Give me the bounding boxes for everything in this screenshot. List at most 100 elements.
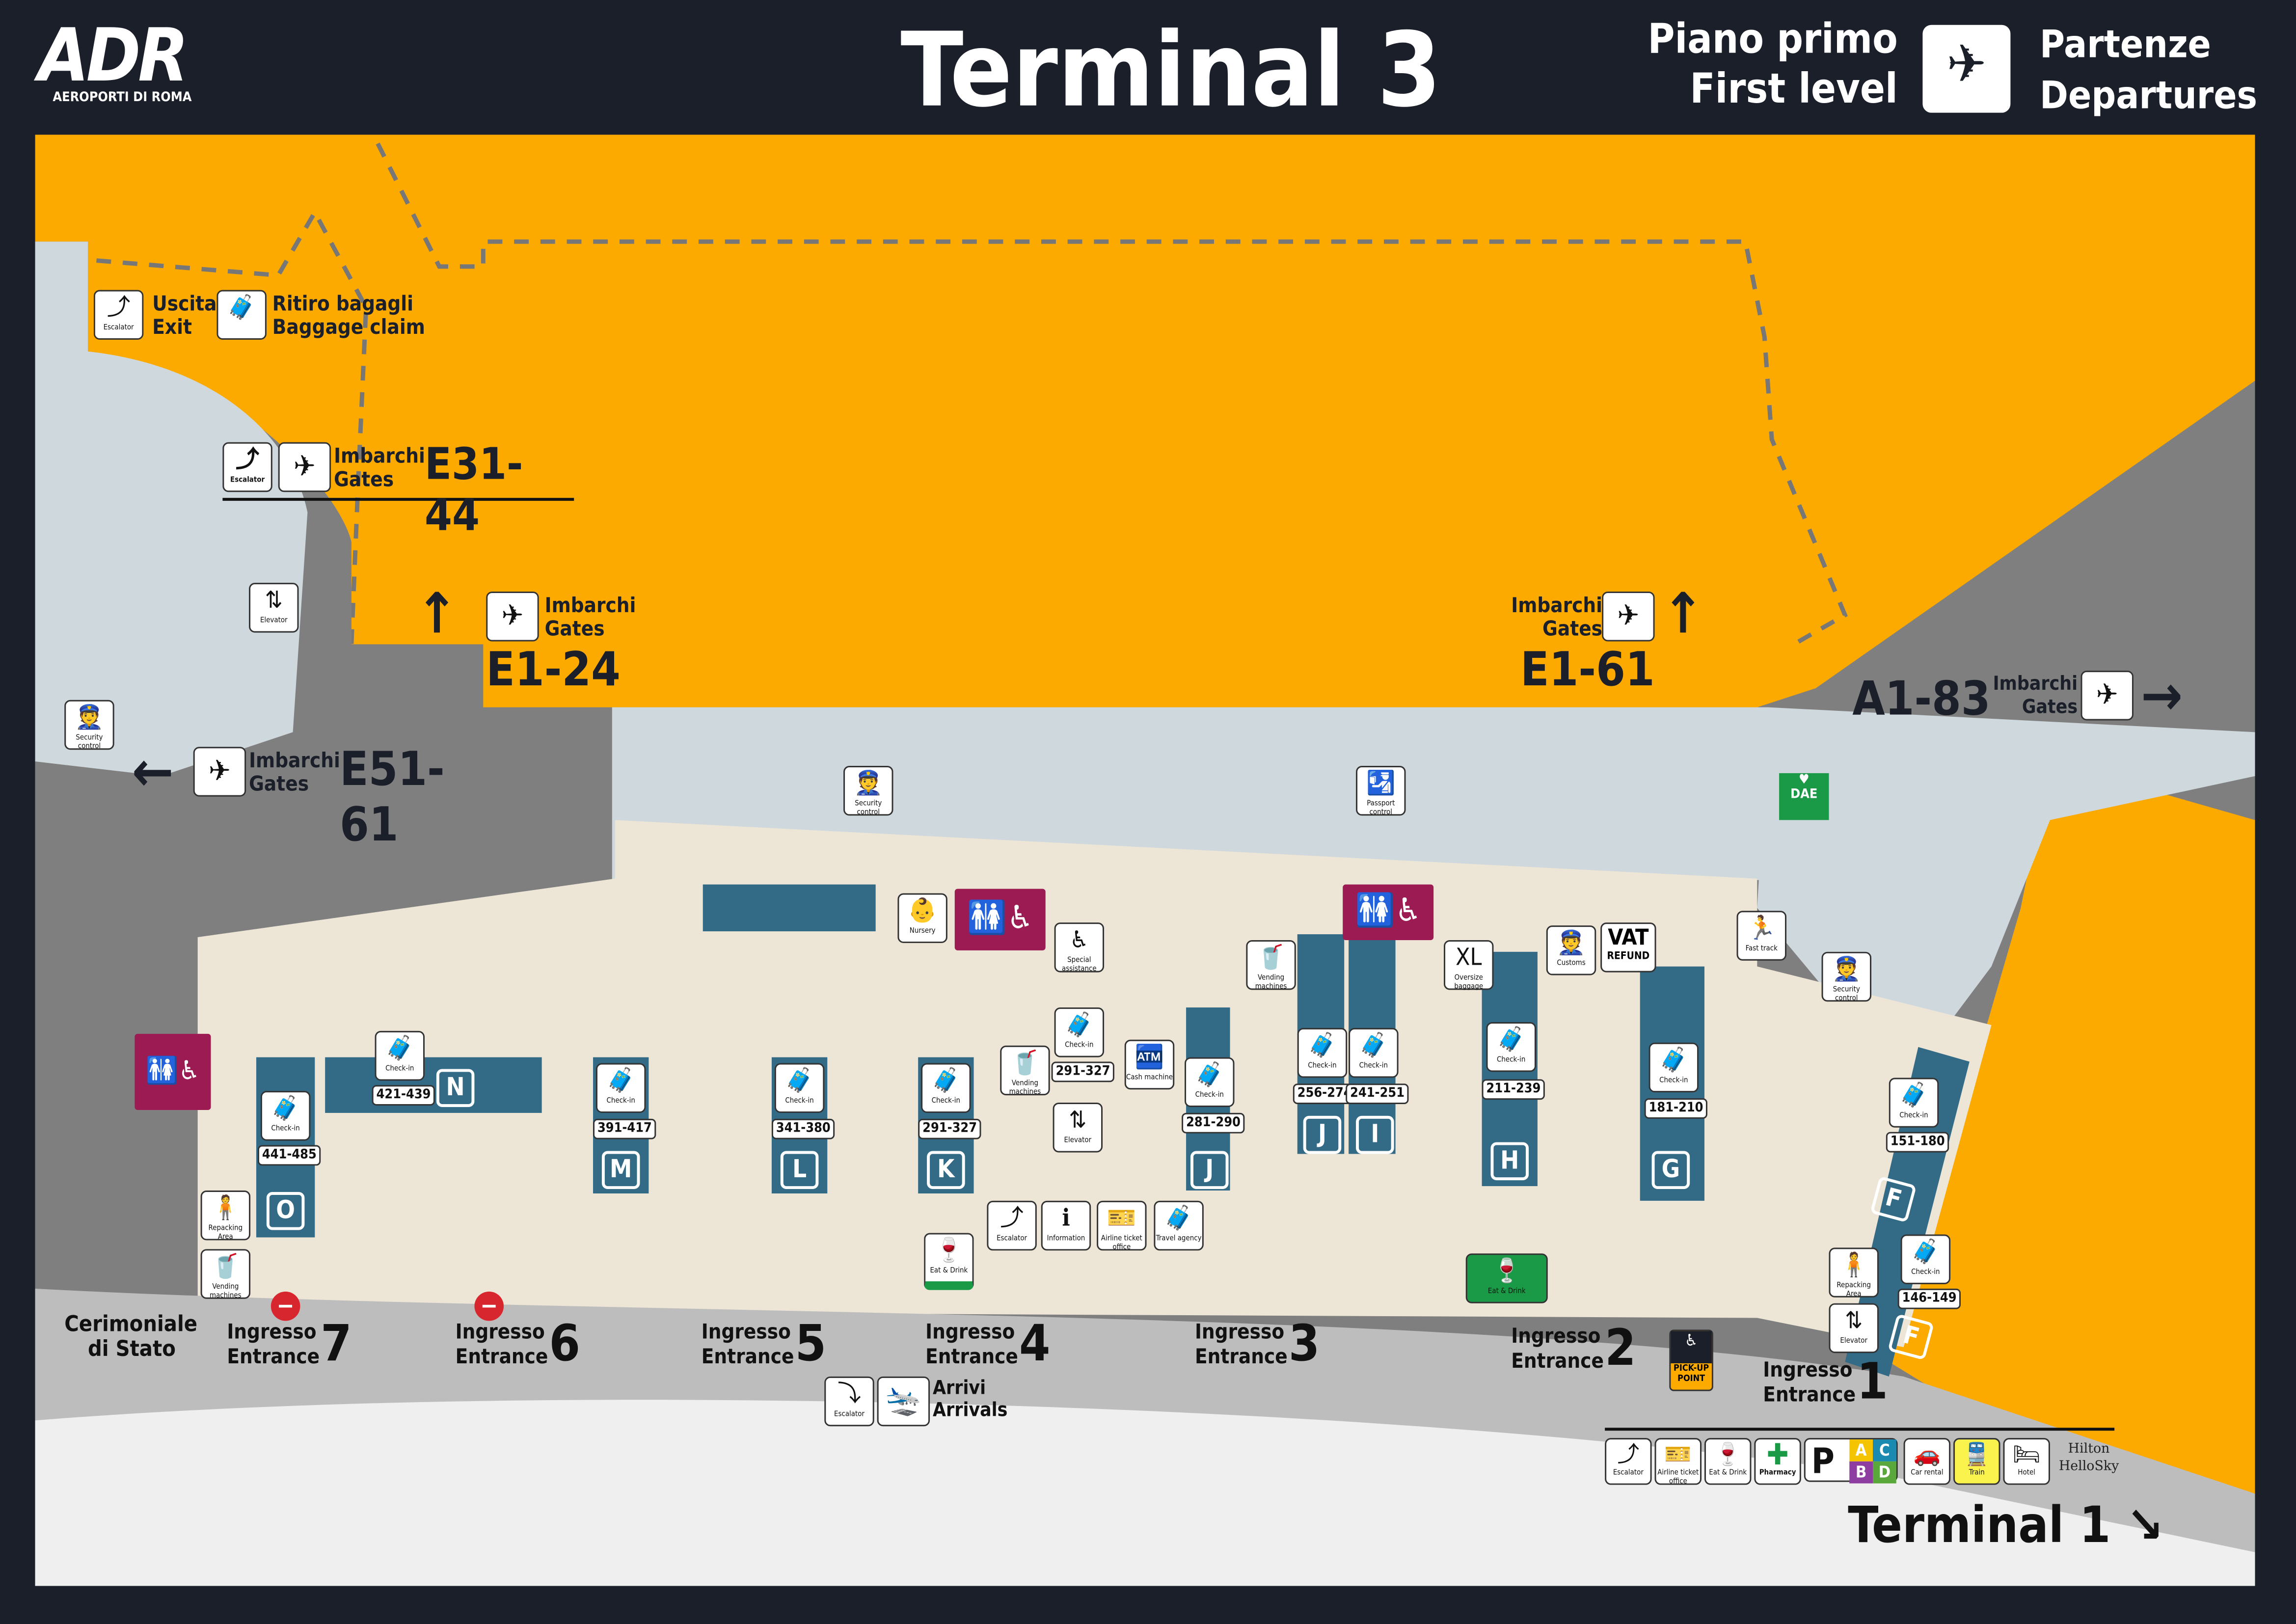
gates-it: Imbarchi: [544, 595, 636, 618]
entrance-number: 6: [549, 1315, 581, 1374]
gates-en: Gates: [249, 773, 309, 797]
icon-label: Check-in: [1195, 1091, 1224, 1100]
checkin-range: 341-380: [771, 1118, 835, 1139]
travel-agency-icon: 🧳Travel agency: [1154, 1200, 1204, 1251]
island-letter: H: [1490, 1142, 1529, 1181]
checkin-icon: 🧳Check-in: [1185, 1057, 1235, 1107]
train-icon: 🚆Train: [1953, 1438, 2000, 1485]
icon-label: Vending machines: [210, 1282, 242, 1300]
logo-subtitle: AEROPORTI DI ROMA: [53, 90, 192, 106]
island-letter: K: [927, 1151, 965, 1190]
icon-label: Passport control: [1367, 799, 1395, 817]
parking-d: D: [1873, 1461, 1896, 1484]
icon-label: Eat & Drink: [930, 1267, 968, 1276]
island-letter: J: [1303, 1115, 1342, 1154]
gates-it: Imbarchi: [1511, 595, 1603, 618]
entrance-en: Entrance: [455, 1346, 548, 1369]
arrivals-plane-icon: 🛬: [877, 1376, 930, 1427]
icon-label: Customs: [1557, 959, 1586, 968]
pier-e-area: [35, 242, 308, 776]
entrance-number: 5: [795, 1315, 827, 1374]
escalator-icon: ⤴Escalator: [222, 442, 272, 492]
icon-label: Oversize baggage: [1454, 974, 1484, 992]
icon-label: Eat & Drink: [1487, 1287, 1526, 1296]
service-label: Escalator: [1613, 1468, 1644, 1478]
divider: [1605, 1428, 2115, 1431]
island-letter: O: [266, 1191, 305, 1230]
elevator-icon: ⇅Elevator: [1829, 1303, 1879, 1353]
plane-icon: ✈: [278, 442, 331, 492]
repacking-area-icon: 🧍Repacking Area: [200, 1191, 251, 1242]
island-letter: G: [1651, 1151, 1690, 1190]
airline-ticket-office-icon: 🎫Airline ticket office: [1654, 1438, 1702, 1487]
entrance-it: Ingresso: [227, 1321, 317, 1345]
icon-label: Elevator: [260, 616, 288, 625]
icon-label: Escalator: [834, 1410, 865, 1419]
vat-label: VAT: [1608, 924, 1649, 950]
entrance-number: 2: [1605, 1319, 1636, 1378]
checkin-icon: 🧳Check-in: [1648, 1042, 1699, 1093]
service-label: Eat & Drink: [1709, 1468, 1747, 1478]
escalator-icon: ⤴Escalator: [1605, 1438, 1652, 1485]
icon-label: Special assistance: [1062, 956, 1097, 974]
ceremonial-line2: di Stato: [87, 1335, 176, 1362]
plane-icon: ✈: [486, 592, 539, 642]
hotel-icon: 🛏Hotel: [2003, 1438, 2050, 1485]
defibrillator-icon: ♥DAE: [1779, 773, 1829, 820]
icon-label: Repacking Area: [208, 1224, 243, 1242]
plane-icon: ✈: [2080, 671, 2134, 721]
service-label: Pharmacy: [1759, 1468, 1796, 1478]
checkin-icon: 🧳Check-in: [1486, 1022, 1536, 1072]
adr-logo: ADR AEROPORTI DI ROMA: [38, 19, 243, 106]
elevator-icon: ⇅Elevator: [1053, 1103, 1103, 1153]
icon-label: Check-in: [931, 1097, 961, 1106]
icon-label: Check-in: [785, 1097, 814, 1106]
gates-en: Gates: [1542, 618, 1603, 642]
road: [35, 1400, 2255, 1586]
repacking-area-icon: 🧍Repacking Area: [1829, 1247, 1879, 1299]
pickup-label: PICK-UP POINT: [1674, 1363, 1709, 1384]
island-letter: L: [780, 1151, 819, 1190]
icon-label: Check-in: [1659, 1076, 1688, 1085]
gate-code: E1-24: [486, 641, 621, 697]
icon-label: Escalator: [997, 1234, 1027, 1244]
baggage-it: Ritiro bagagli: [272, 293, 413, 317]
level-it: Piano primo: [1648, 14, 1898, 63]
parking-icon: P A C B D: [1804, 1438, 1898, 1484]
arrow-right-icon: →: [2140, 663, 2183, 728]
icon-label: Check-in: [1497, 1056, 1526, 1065]
special-assistance-icon: ♿Special assistance: [1054, 922, 1105, 974]
airline-ticket-office-icon: 🎫Airline ticket office: [1097, 1200, 1147, 1252]
icon-label: Security control: [1833, 985, 1860, 1003]
security-control-icon: 👮Security control: [843, 766, 893, 817]
arrivals-en: Arrivals: [933, 1400, 1008, 1422]
checkin-range: 151-180: [1886, 1132, 1949, 1153]
icon-label: Check-in: [385, 1064, 414, 1074]
service-label: Airline ticket office: [1657, 1468, 1699, 1487]
gates-en: Gates: [544, 618, 605, 642]
hilton-logo: Hilton: [2068, 1442, 2110, 1457]
gate-code: E51-61: [340, 741, 445, 852]
pier-a-area: [1757, 707, 2255, 1025]
icon-label: Nursery: [909, 927, 936, 936]
icon-label: Elevator: [1064, 1136, 1092, 1145]
checkin-icon: 🧳Check-in: [375, 1030, 425, 1081]
restroom-icon: 🚻♿: [954, 889, 1046, 950]
checkin-range: 211-239: [1482, 1079, 1545, 1100]
checkin-icon: 🧳Check-in: [595, 1063, 646, 1113]
entrance-en: Entrance: [1194, 1346, 1288, 1369]
icon-label: Vending machines: [1009, 1079, 1041, 1097]
